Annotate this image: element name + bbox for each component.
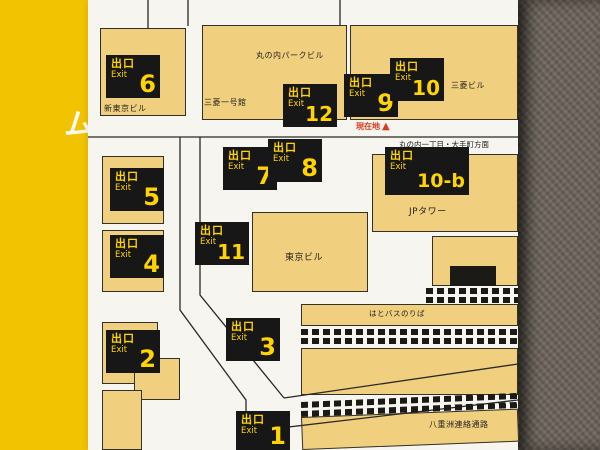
current-location-marker: 現在地 ▲ bbox=[356, 121, 390, 132]
current-location-label: 現在地 bbox=[356, 122, 380, 131]
exit-kanji-label: 出口 bbox=[349, 76, 373, 89]
exit-english-label: Exit bbox=[231, 333, 248, 343]
exit-sign-8: 出口 Exit 8 bbox=[268, 139, 322, 182]
partial-kana-text: ム bbox=[64, 108, 88, 143]
railway-hatch bbox=[426, 297, 518, 303]
bus-terminal-block bbox=[450, 266, 496, 286]
building-label-ichigokan: 三菱一号館 bbox=[204, 98, 247, 107]
exit-kanji-label: 出口 bbox=[231, 320, 255, 333]
building-label-jptower: JPタワー bbox=[409, 207, 447, 217]
building-label-tokyo: 東京ビル bbox=[285, 253, 324, 263]
exit-english-label: Exit bbox=[111, 345, 128, 355]
exit-sign-12: 出口 Exit 12 bbox=[283, 84, 337, 127]
exit-number: 4 bbox=[143, 250, 160, 279]
exit-sign-9: 出口 Exit 9 bbox=[344, 74, 398, 117]
exit-number: 9 bbox=[377, 89, 394, 118]
wall-background bbox=[518, 0, 600, 450]
building-label-hatobus: はとバスのりば bbox=[369, 309, 425, 318]
building-block-bottom-left-2 bbox=[102, 390, 142, 450]
exit-number: 6 bbox=[139, 70, 156, 99]
exit-kanji-label: 出口 bbox=[241, 413, 265, 426]
exit-english-label: Exit bbox=[241, 426, 258, 436]
direction-label: 丸の内一丁目・大手町方面 bbox=[399, 140, 489, 149]
exit-sign-6: 出口 Exit 6 bbox=[106, 55, 160, 98]
building-label-yaesu: 八重洲連絡通路 bbox=[429, 420, 489, 429]
exit-number: 2 bbox=[139, 345, 156, 374]
exit-number: 12 bbox=[305, 102, 333, 126]
exit-sign-5: 出口 Exit 5 bbox=[110, 168, 164, 211]
exit-kanji-label: 出口 bbox=[111, 332, 135, 345]
exit-sign-4: 出口 Exit 4 bbox=[110, 235, 164, 278]
exit-map-panel: 新東京ビル 丸の内パークビル 三菱ビル 三菱一号館 JPタワー 東京ビル はとバ… bbox=[88, 0, 520, 450]
exit-sign-11: 出口 Exit 11 bbox=[195, 222, 249, 265]
location-triangle-icon: ▲ bbox=[382, 120, 390, 132]
exit-english-label: Exit bbox=[115, 183, 132, 193]
exit-english-label: Exit bbox=[390, 162, 407, 172]
exit-number: 8 bbox=[301, 154, 318, 183]
exit-english-label: Exit bbox=[288, 99, 305, 109]
exit-number: 5 bbox=[143, 183, 160, 212]
exit-english-label: Exit bbox=[228, 162, 245, 172]
exit-number: 3 bbox=[259, 333, 276, 362]
exit-english-label: Exit bbox=[111, 70, 128, 80]
exit-kanji-label: 出口 bbox=[390, 149, 414, 162]
building-label-shintokyo: 新東京ビル bbox=[104, 104, 147, 113]
exit-kanji-label: 出口 bbox=[115, 170, 139, 183]
exit-sign-10b: 出口 Exit 10-b bbox=[385, 147, 469, 195]
railway-hatch bbox=[426, 288, 518, 294]
exit-english-label: Exit bbox=[349, 89, 366, 99]
building-strip-hatobus bbox=[301, 304, 518, 326]
building-label-mitsubishi: 三菱ビル bbox=[451, 81, 485, 90]
exit-english-label: Exit bbox=[395, 73, 412, 83]
exit-sign-1: 出口 Exit 1 bbox=[236, 411, 290, 450]
exit-english-label: Exit bbox=[200, 237, 217, 247]
sign-left-yellow-panel: ム bbox=[0, 0, 88, 450]
exit-kanji-label: 出口 bbox=[395, 60, 419, 73]
building-label-park: 丸の内パークビル bbox=[256, 51, 324, 60]
exit-kanji-label: 出口 bbox=[115, 237, 139, 250]
exit-kanji-label: 出口 bbox=[288, 86, 312, 99]
exit-sign-3: 出口 Exit 3 bbox=[226, 318, 280, 361]
exit-kanji-label: 出口 bbox=[200, 224, 224, 237]
exit-kanji-label: 出口 bbox=[111, 57, 135, 70]
exit-number: 10 bbox=[412, 76, 440, 100]
railway-hatch bbox=[301, 329, 518, 335]
exit-kanji-label: 出口 bbox=[273, 141, 297, 154]
exit-number: 11 bbox=[217, 240, 245, 264]
exit-sign-2: 出口 Exit 2 bbox=[106, 330, 160, 373]
exit-sign-10: 出口 Exit 10 bbox=[390, 58, 444, 101]
exit-number: 10-b bbox=[417, 169, 465, 192]
exit-english-label: Exit bbox=[115, 250, 132, 260]
building-strip-mid bbox=[301, 348, 518, 395]
exit-english-label: Exit bbox=[273, 154, 290, 164]
railway-hatch bbox=[301, 338, 518, 344]
exit-number: 1 bbox=[269, 422, 286, 450]
exit-kanji-label: 出口 bbox=[228, 149, 252, 162]
